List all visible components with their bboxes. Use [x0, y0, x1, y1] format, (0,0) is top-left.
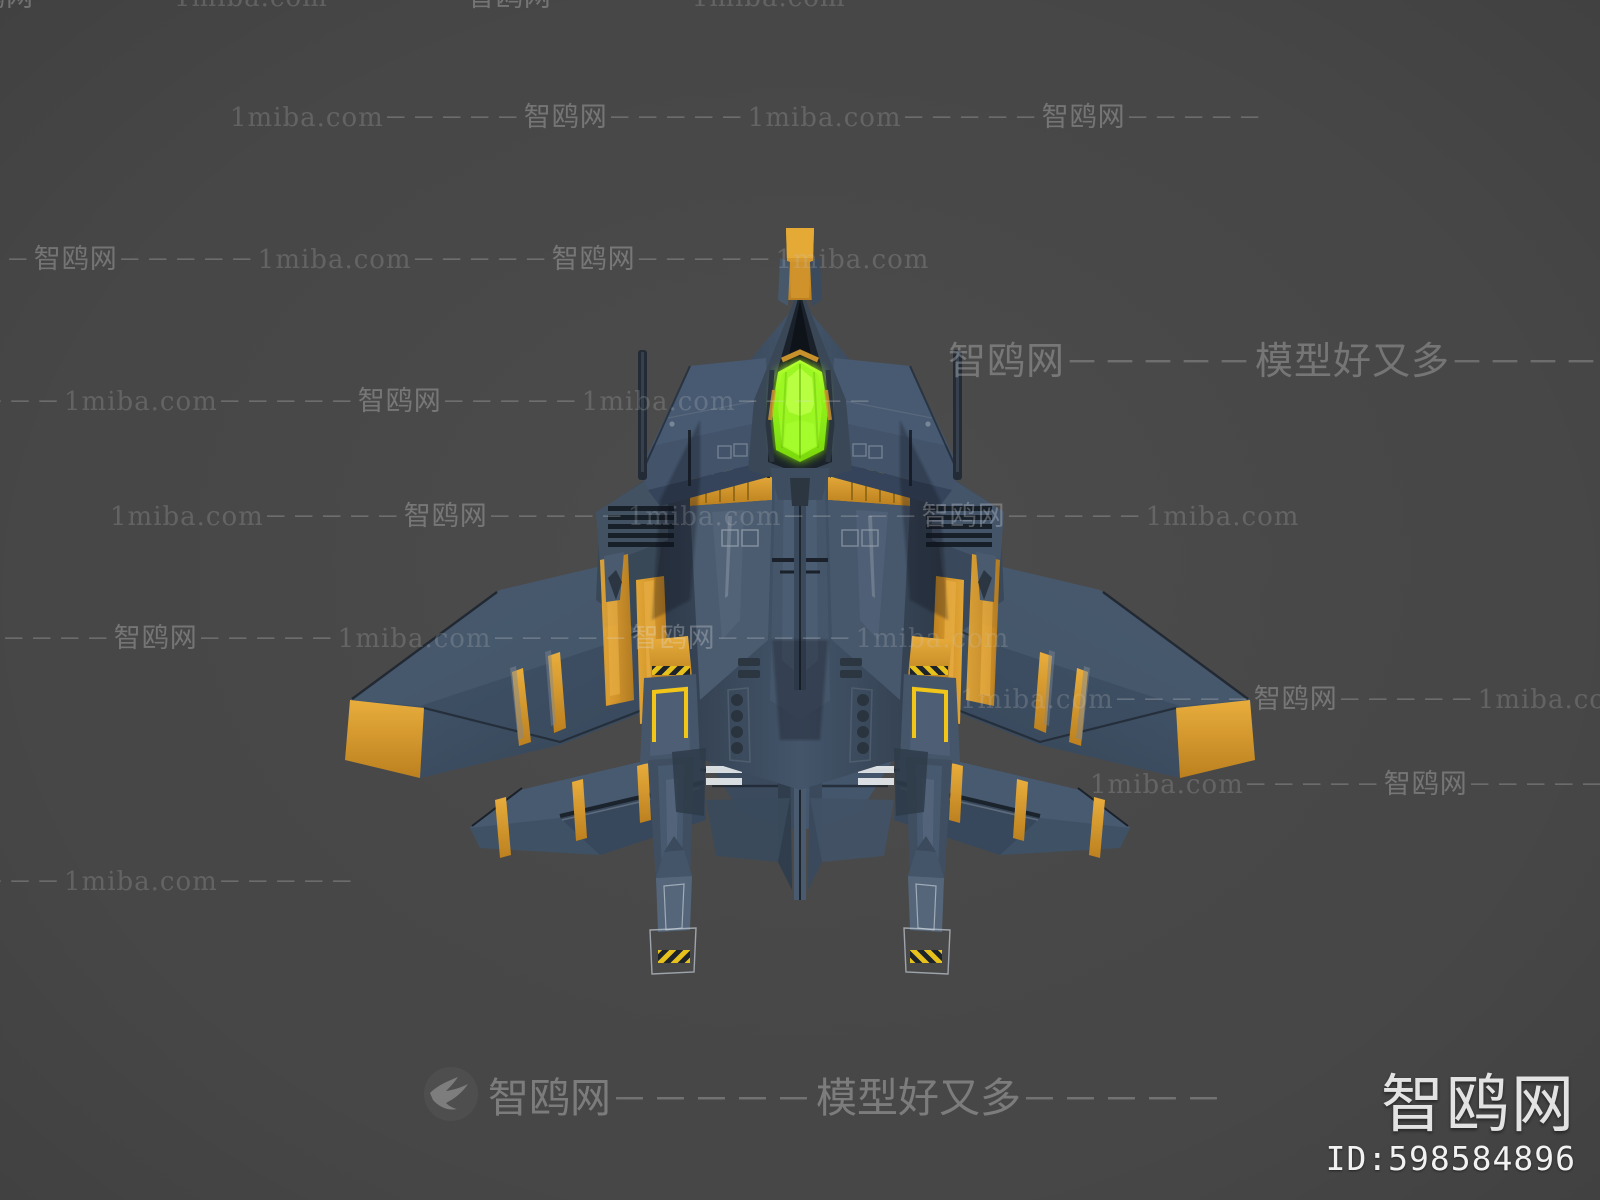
tailplane-left: [470, 748, 706, 858]
canard-left: [640, 358, 772, 506]
underbody-panels: [672, 748, 928, 862]
nose-cockpit: [748, 228, 852, 506]
inner-strakes: [600, 552, 1000, 706]
